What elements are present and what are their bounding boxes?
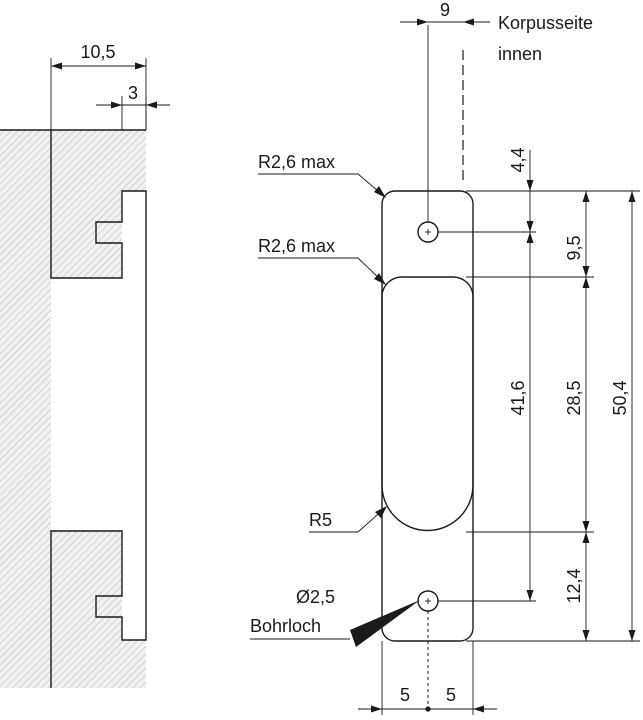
plate-outline xyxy=(381,190,474,642)
dimension-lower-pad: 12,4 xyxy=(564,532,590,641)
hole-name-label: Bohrloch xyxy=(250,616,321,636)
dimension-depth-step: 3 xyxy=(96,83,170,130)
radius-lower-label: R5 xyxy=(309,510,332,530)
section-view: 10,5 3 xyxy=(0,42,170,688)
dimension-overall-length: 50,4 xyxy=(610,191,636,641)
leader-hole: Ø2,5 Bohrloch xyxy=(250,587,420,647)
dimension-top-offset: 9 xyxy=(400,0,490,26)
side-label-line2: innen xyxy=(498,44,542,64)
dimension-half-width-left-label: 5 xyxy=(400,685,410,705)
dimension-half-width-right-label: 5 xyxy=(446,685,456,705)
radius-upper-label: R2,6 max xyxy=(258,152,335,172)
dimension-top-offset-label: 9 xyxy=(440,0,450,20)
upper-hole xyxy=(417,221,439,243)
dimension-hole-spacing: 41,6 xyxy=(508,232,534,601)
dimension-overall-length-label: 50,4 xyxy=(610,380,630,415)
dimension-depth-total: 10,5 xyxy=(50,42,147,130)
side-label-line1: Korpusseite xyxy=(498,13,593,33)
dimension-upper-pad: 9,5 xyxy=(564,191,590,277)
dimension-depth-step-label: 3 xyxy=(128,83,138,103)
front-view: 9 Korpusseite innen 4,4 41,6 9,5 xyxy=(250,0,640,715)
radius-middle-label: R2,6 max xyxy=(258,236,335,256)
recess-slot xyxy=(381,276,474,532)
leader-radius-upper: R2,6 max xyxy=(258,152,386,198)
dimension-half-widths: 5 5 xyxy=(358,685,497,713)
dimension-depth-total-label: 10,5 xyxy=(80,42,115,62)
dimension-top-gap: 4,4 xyxy=(508,147,534,232)
hole-diameter-label: Ø2,5 xyxy=(296,587,335,607)
lower-hole xyxy=(417,590,439,612)
dimension-hole-spacing-label: 41,6 xyxy=(508,380,528,415)
leader-radius-lower: R5 xyxy=(309,506,387,533)
dimension-lower-pad-label: 12,4 xyxy=(564,568,584,603)
dimension-recess-length-label: 28,5 xyxy=(564,380,584,415)
hatched-cabinet-wall xyxy=(0,130,146,688)
section-outline xyxy=(50,130,147,688)
dimension-top-gap-label: 4,4 xyxy=(508,147,528,172)
dimension-recess-length: 28,5 xyxy=(564,277,590,532)
dimension-upper-pad-label: 9,5 xyxy=(564,235,584,260)
leader-radius-middle: R2,6 max xyxy=(258,236,386,285)
